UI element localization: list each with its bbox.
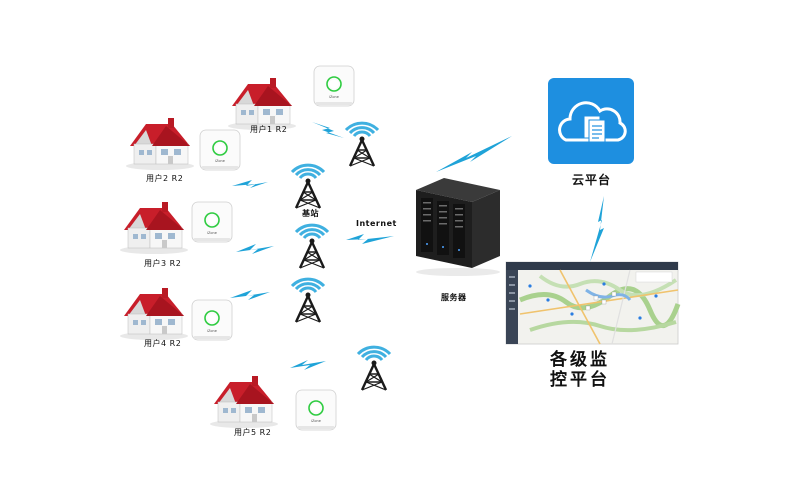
wireless-link-icon xyxy=(230,290,270,300)
wireless-link-icon xyxy=(346,234,394,244)
router-brand: iZone xyxy=(311,419,321,423)
wireless-link-icon xyxy=(236,244,274,254)
monitor-platform-line-2: 控平台 xyxy=(550,370,610,390)
router-brand: iZone xyxy=(215,159,225,163)
house-icon xyxy=(119,201,189,255)
server-label: 服务器 xyxy=(441,293,467,302)
monitor-platform-line-1: 各级监 xyxy=(550,350,610,370)
router-icon xyxy=(191,201,233,243)
base-station-label: 基站 xyxy=(302,209,319,218)
wireless-link-icon xyxy=(232,180,268,188)
monitor-map-icon xyxy=(505,261,681,345)
house-icon xyxy=(119,287,189,341)
router-icon xyxy=(199,129,241,171)
user-2-label: 用户2 R2 xyxy=(146,174,184,183)
house-icon xyxy=(227,77,297,131)
router-brand: iZone xyxy=(207,231,217,235)
tower-icon xyxy=(290,163,326,210)
router-brand: iZone xyxy=(207,329,217,333)
internet-label: Internet xyxy=(356,219,397,228)
tower-icon xyxy=(344,121,380,168)
user-5-label: 用户5 R2 xyxy=(234,428,272,437)
router-brand: iZone xyxy=(329,95,339,99)
wireless-link-icon xyxy=(312,122,344,138)
user-4-label: 用户4 R2 xyxy=(144,339,182,348)
cloud-platform-label: 云平台 xyxy=(572,173,612,187)
wireless-link-icon xyxy=(290,360,326,370)
router-icon xyxy=(295,389,337,431)
cloud-document-icon xyxy=(548,78,634,164)
tower-icon xyxy=(290,277,326,324)
tower-icon xyxy=(356,345,392,392)
wireless-link-icon xyxy=(590,196,604,262)
monitor-platform-label: 各级监 控平台 xyxy=(550,350,610,390)
server-icon xyxy=(416,178,500,276)
house-icon xyxy=(125,117,195,171)
user-1-label: 用户1 R2 xyxy=(250,125,288,134)
house-icon xyxy=(209,375,279,429)
user-3-label: 用户3 R2 xyxy=(144,259,182,268)
router-icon xyxy=(191,299,233,341)
router-icon xyxy=(313,65,355,107)
wireless-links xyxy=(230,122,604,370)
wireless-link-icon xyxy=(436,136,512,172)
tower-icon xyxy=(294,223,330,270)
